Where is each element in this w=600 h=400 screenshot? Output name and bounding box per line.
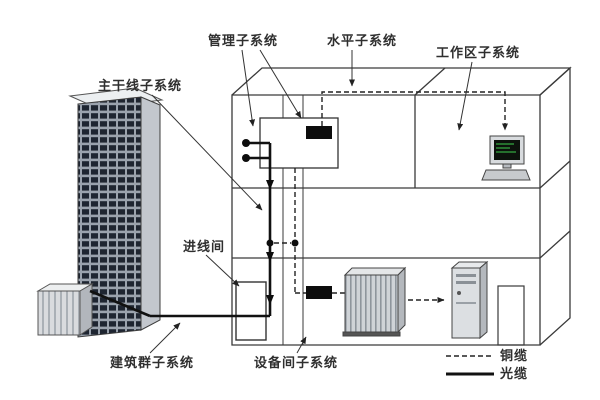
management-cabinet [259,117,339,169]
vent-slot [456,302,476,304]
leader-campus [149,322,181,354]
floor-slab-1-side [539,160,571,189]
label-equipment-room: 设备间子系统 [254,356,339,371]
leader-entrance [205,254,240,287]
leader-equipment-room [296,336,307,354]
management-box [259,117,339,169]
legend-copper-label: 铜缆 [500,349,529,364]
node-dot [242,154,250,162]
down-arrow [266,180,274,190]
node-dot [266,239,274,247]
rack-front [344,274,399,333]
drive-bay [456,274,476,277]
campus-cable-diagonal [89,289,151,318]
building-side-face [140,96,161,331]
copper-cables [274,91,508,303]
keyboard [481,169,531,181]
monitor-stand [502,163,512,169]
drive-bay [456,281,476,284]
annex-side [79,283,93,336]
desktop-computer-icon [481,135,531,181]
label-horizontal: 水平子系统 [327,34,398,49]
low-building-icon [36,283,94,336]
leader-workarea [457,61,473,131]
legend-fiber-label: 光缆 [500,367,529,382]
equipment-rack-icon [342,266,407,337]
legend-lines [446,355,494,376]
node-dot [291,239,299,247]
leader-backbone [151,94,263,211]
floor-slab-2-side [539,230,571,259]
leader-management-b [259,49,302,119]
server-tower-icon [450,260,489,340]
down-arrow [266,295,274,305]
rack-top [343,267,407,276]
rack-side [397,266,406,334]
rack-base [342,331,401,337]
leader-management-a [241,49,256,127]
interior-wall-top [414,67,446,96]
horizontal-run-to-workarea [321,91,508,131]
patch-hub-icon [306,126,332,139]
label-management: 管理子系统 [208,34,279,49]
label-entrance: 进线间 [183,240,226,255]
door-outline [497,285,525,346]
server-side [479,260,488,340]
cable-nodes [242,139,299,305]
monitor-screen [494,140,520,160]
label-campus: 建筑群子系统 [110,356,195,371]
screen-text [496,143,516,153]
right-face [539,66,571,346]
annex-front [37,290,81,336]
high-rise-building-icon [68,87,164,338]
leader-lines [149,49,473,354]
floor-hub-icon [306,286,332,299]
label-work-area: 工作区子系统 [436,46,521,61]
entrance-room-box [235,281,267,341]
node-dot [242,139,250,147]
power-button [457,291,461,295]
down-arrow [266,252,274,262]
label-backbone: 主干线子系统 [98,79,183,94]
roof-face [231,67,572,96]
